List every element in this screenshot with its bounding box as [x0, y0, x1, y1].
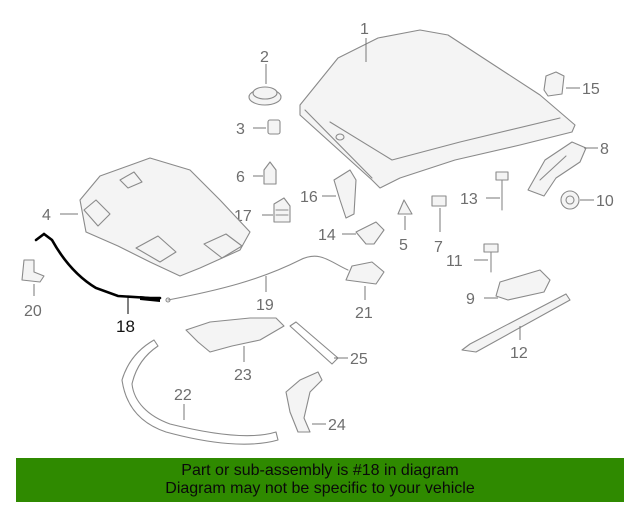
- clip: 5: [397, 199, 413, 254]
- callout-19: 19: [256, 297, 274, 314]
- callout-24: 24: [328, 417, 346, 434]
- trim-strip: 25: [289, 321, 368, 368]
- air-duct: 23: [185, 317, 285, 384]
- callout-8: 8: [600, 141, 609, 158]
- callout-3: 3: [236, 121, 245, 138]
- callout-22: 22: [174, 387, 192, 404]
- seal-strip: 22: [121, 339, 279, 445]
- callout-6: 6: [236, 169, 245, 186]
- callout-12: 12: [510, 345, 528, 362]
- callout-10: 10: [596, 193, 614, 210]
- rubber-stop: 15: [543, 71, 600, 98]
- callout-5: 5: [399, 237, 408, 254]
- callout-9: 9: [466, 291, 475, 308]
- callout-13: 13: [460, 191, 478, 208]
- banner-line-2: Diagram may not be specific to your vehi…: [165, 480, 475, 497]
- rubber-bumper: 2: [248, 49, 282, 106]
- adjuster-buffer: 7: [431, 195, 447, 256]
- spring-clip: 17: [234, 197, 291, 225]
- callout-11: 11: [446, 253, 463, 270]
- stop-buffer: 6: [236, 161, 277, 186]
- callout-1: 1: [360, 21, 369, 38]
- side-panel: 24: [285, 371, 346, 434]
- callout-23: 23: [234, 367, 252, 384]
- hood-panel: 1: [299, 21, 576, 189]
- callout-14: 14: [318, 227, 336, 244]
- nut: 10: [560, 190, 614, 210]
- callout-25: 25: [350, 351, 368, 368]
- callout-15: 15: [582, 81, 600, 98]
- support-bracket: 9: [466, 269, 551, 308]
- screw: 11: [446, 243, 499, 273]
- release-cable: 19: [165, 255, 349, 314]
- lock-assembly: 21: [345, 261, 385, 322]
- latch-bracket: 16: [300, 169, 357, 219]
- hood-hinge: 8: [527, 141, 609, 197]
- grommet: 3: [236, 119, 281, 138]
- callout-20: 20: [24, 303, 42, 320]
- exploded-parts-diagram: 1 2 3 6 17: [21, 21, 614, 445]
- callout-21: 21: [355, 305, 373, 322]
- callout-4: 4: [42, 207, 51, 224]
- gas-strut: 12: [461, 293, 571, 362]
- info-banner: Part or sub-assembly is #18 in diagram D…: [16, 458, 624, 502]
- hood-release-cable-18: 18: [34, 232, 162, 336]
- release-handle: 14: [318, 221, 385, 245]
- bolt: 13: [460, 171, 509, 211]
- callout-7: 7: [434, 239, 443, 256]
- callout-18: 18: [116, 317, 135, 336]
- banner-line-1: Part or sub-assembly is #18 in diagram: [181, 462, 459, 479]
- callout-2: 2: [260, 49, 269, 66]
- insulation-pad: 4: [42, 157, 251, 277]
- callout-16: 16: [300, 189, 318, 206]
- cable-clip: 20: [21, 259, 45, 320]
